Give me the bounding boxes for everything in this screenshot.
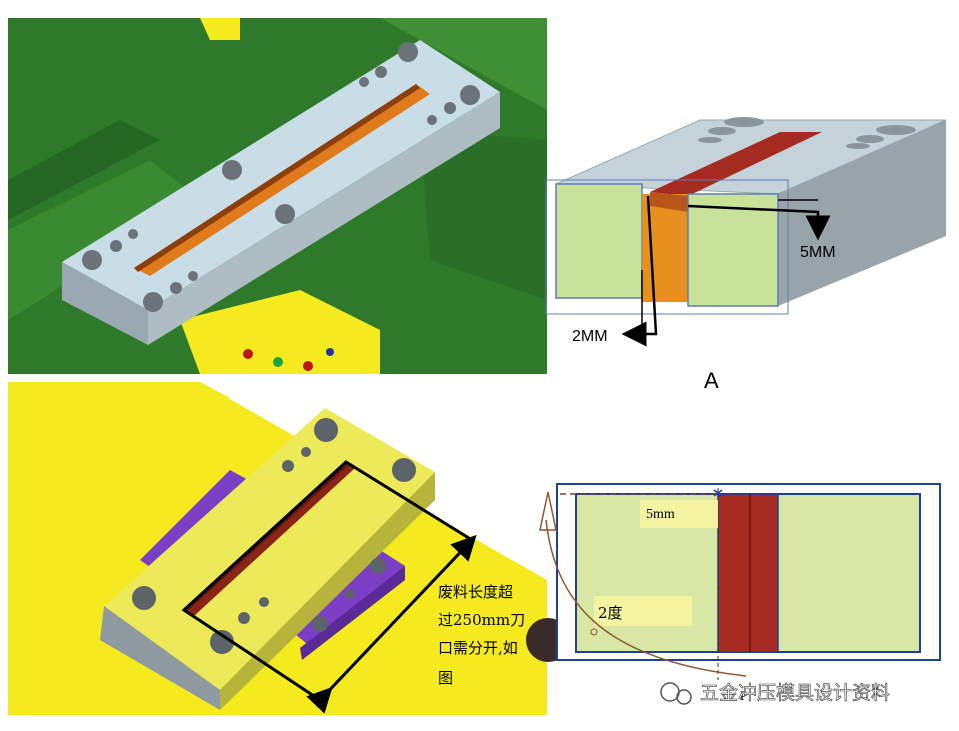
watermark-text: 五金冲压模具设计资料 bbox=[700, 682, 890, 704]
dim-5mm-small: 5mm bbox=[646, 507, 675, 522]
bottom-right-diagram: 5mm 2度 P 五金冲压模具设计资料 bbox=[539, 483, 941, 705]
top-right-diagram: 5MM 2MM A bbox=[545, 117, 947, 393]
watermark: 五金冲压模具设计资料 bbox=[660, 682, 890, 705]
note-line-2: 过250mm刀 bbox=[438, 611, 525, 629]
top-left-render bbox=[8, 18, 547, 374]
dim-5mm-label: 5MM bbox=[800, 244, 836, 261]
diagram-caption-a: A bbox=[704, 368, 719, 393]
note-line-3: 口需分开,如 bbox=[438, 639, 518, 657]
wechat-icon bbox=[660, 682, 680, 702]
dim-2mm-label: 2MM bbox=[572, 328, 608, 345]
note-line-1: 废料长度超 bbox=[438, 583, 513, 601]
angle-label: 2度 bbox=[598, 604, 623, 622]
bottom-left-render: 废料长度超 过250mm刀 口需分开,如 图 bbox=[8, 382, 570, 715]
point-label: P bbox=[740, 688, 747, 703]
note-line-4: 图 bbox=[438, 669, 453, 687]
